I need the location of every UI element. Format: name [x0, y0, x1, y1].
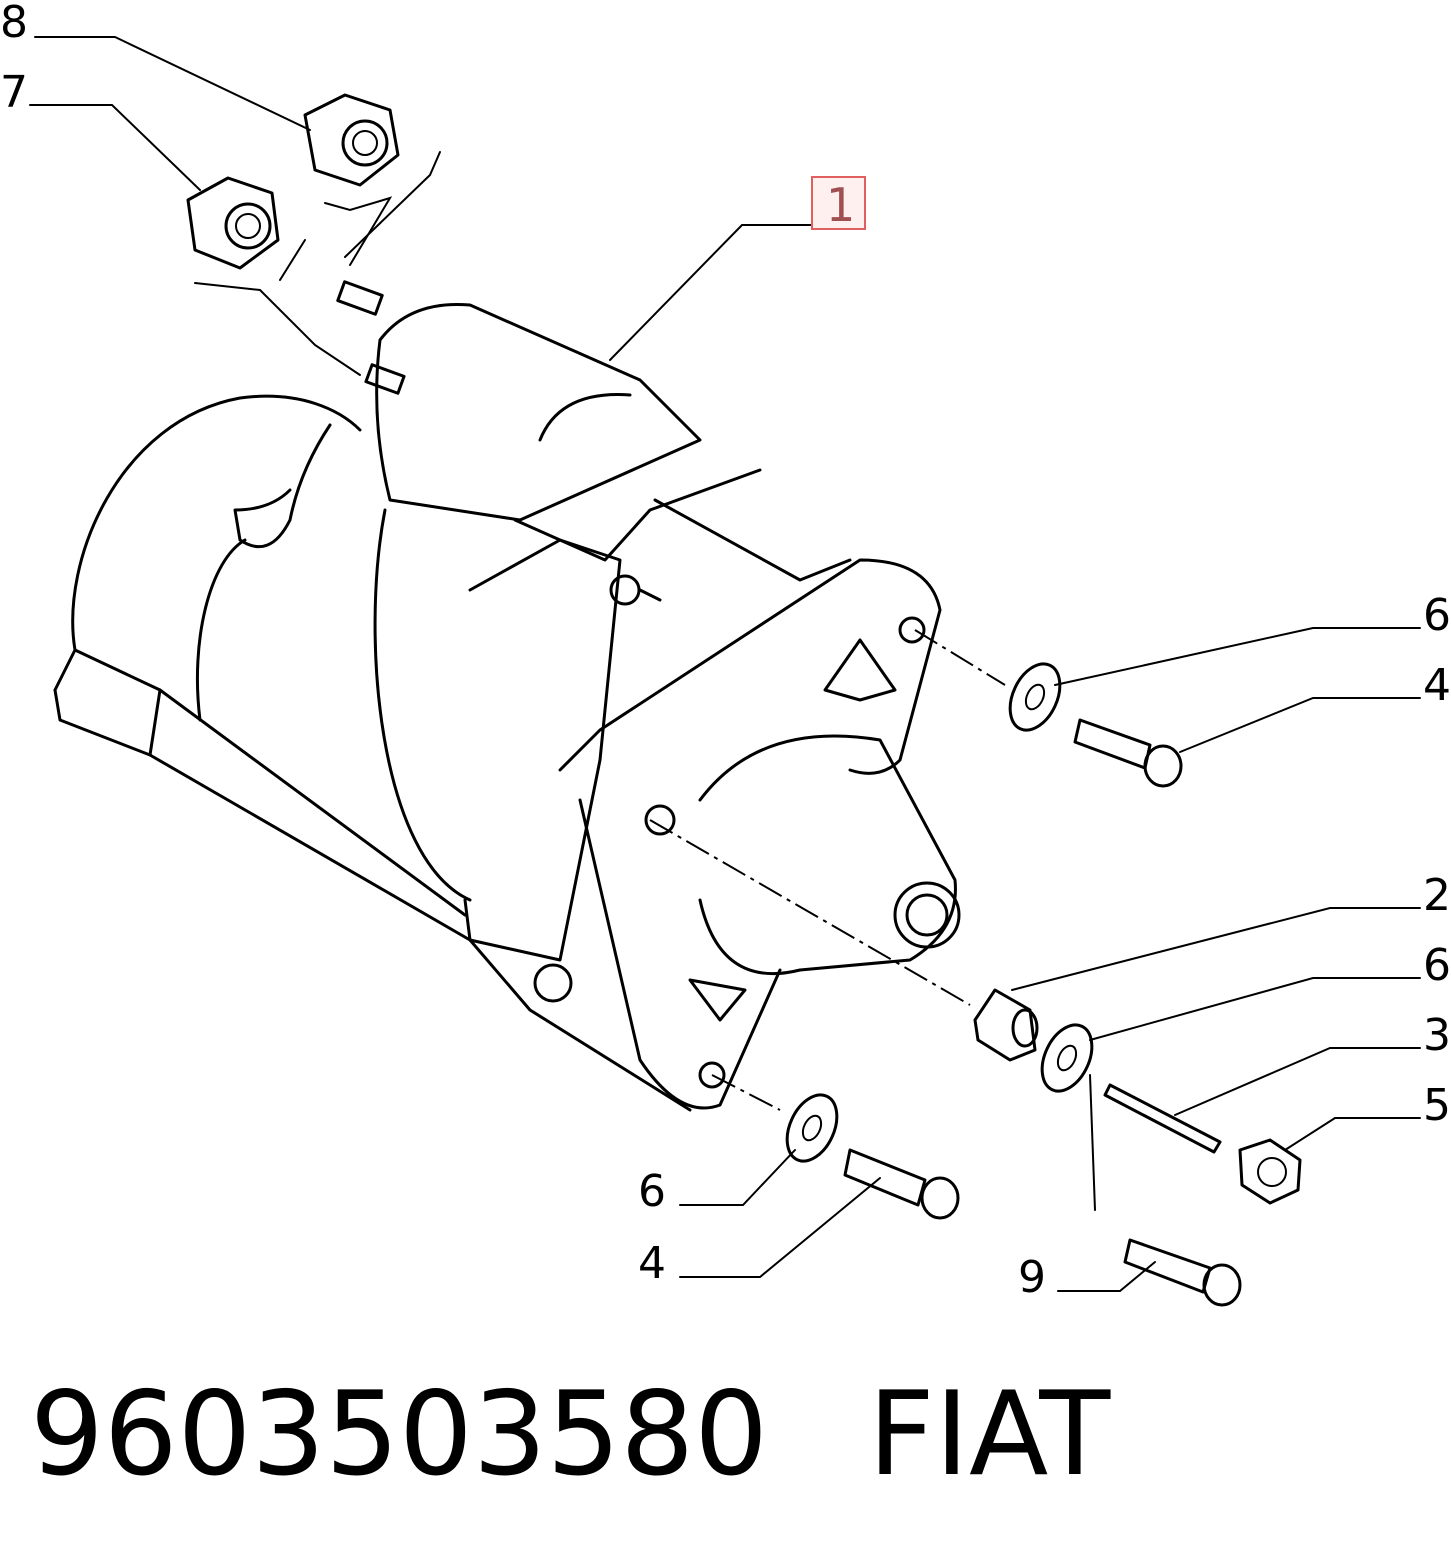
- callout-4-upper[interactable]: 4: [1423, 660, 1451, 711]
- callout-9[interactable]: 9: [1018, 1252, 1046, 1303]
- callouts: 8 7 1 6 4 2 6 3 5 6 4 9: [0, 0, 1451, 1303]
- caption: 9603503580 FIAT: [30, 1370, 1110, 1500]
- nut-5: [1238, 1138, 1302, 1205]
- leader-lines: [29, 36, 1421, 1292]
- washer-6-upper: [1008, 662, 1062, 732]
- callout-6-middle[interactable]: 6: [1423, 940, 1451, 991]
- bolt-4-lower: [843, 1148, 960, 1220]
- nut-8: [303, 93, 400, 187]
- callout-1-highlight[interactable]: 1: [811, 176, 866, 232]
- bushing-2: [973, 988, 1039, 1062]
- starter-motor-drawing: [53, 280, 961, 1112]
- nut-7: [186, 176, 280, 270]
- axis-line-lower: [711, 1074, 781, 1111]
- callout-8[interactable]: 8: [0, 0, 28, 48]
- part-number: 9603503580: [30, 1367, 769, 1502]
- callout-5[interactable]: 5: [1423, 1080, 1451, 1131]
- bolt-9: [1123, 1238, 1242, 1307]
- callout-2[interactable]: 2: [1423, 870, 1451, 921]
- brand-name: FIAT: [868, 1367, 1111, 1502]
- callout-4-lower[interactable]: 4: [638, 1238, 666, 1289]
- washer-6-lower: [785, 1093, 839, 1163]
- callout-7[interactable]: 7: [0, 67, 28, 118]
- stud-3: [1103, 1083, 1222, 1154]
- washer-6-middle: [1040, 1023, 1094, 1093]
- hardware-drawings: [186, 93, 1302, 1307]
- axis-line-middle: [649, 819, 971, 1006]
- callout-3[interactable]: 3: [1423, 1010, 1451, 1061]
- axis-line-upper: [914, 629, 1006, 686]
- callout-6-lower[interactable]: 6: [638, 1166, 666, 1217]
- bolt-4-upper: [1073, 718, 1183, 788]
- callout-6-upper[interactable]: 6: [1423, 590, 1451, 641]
- callout-1[interactable]: 1: [826, 178, 855, 232]
